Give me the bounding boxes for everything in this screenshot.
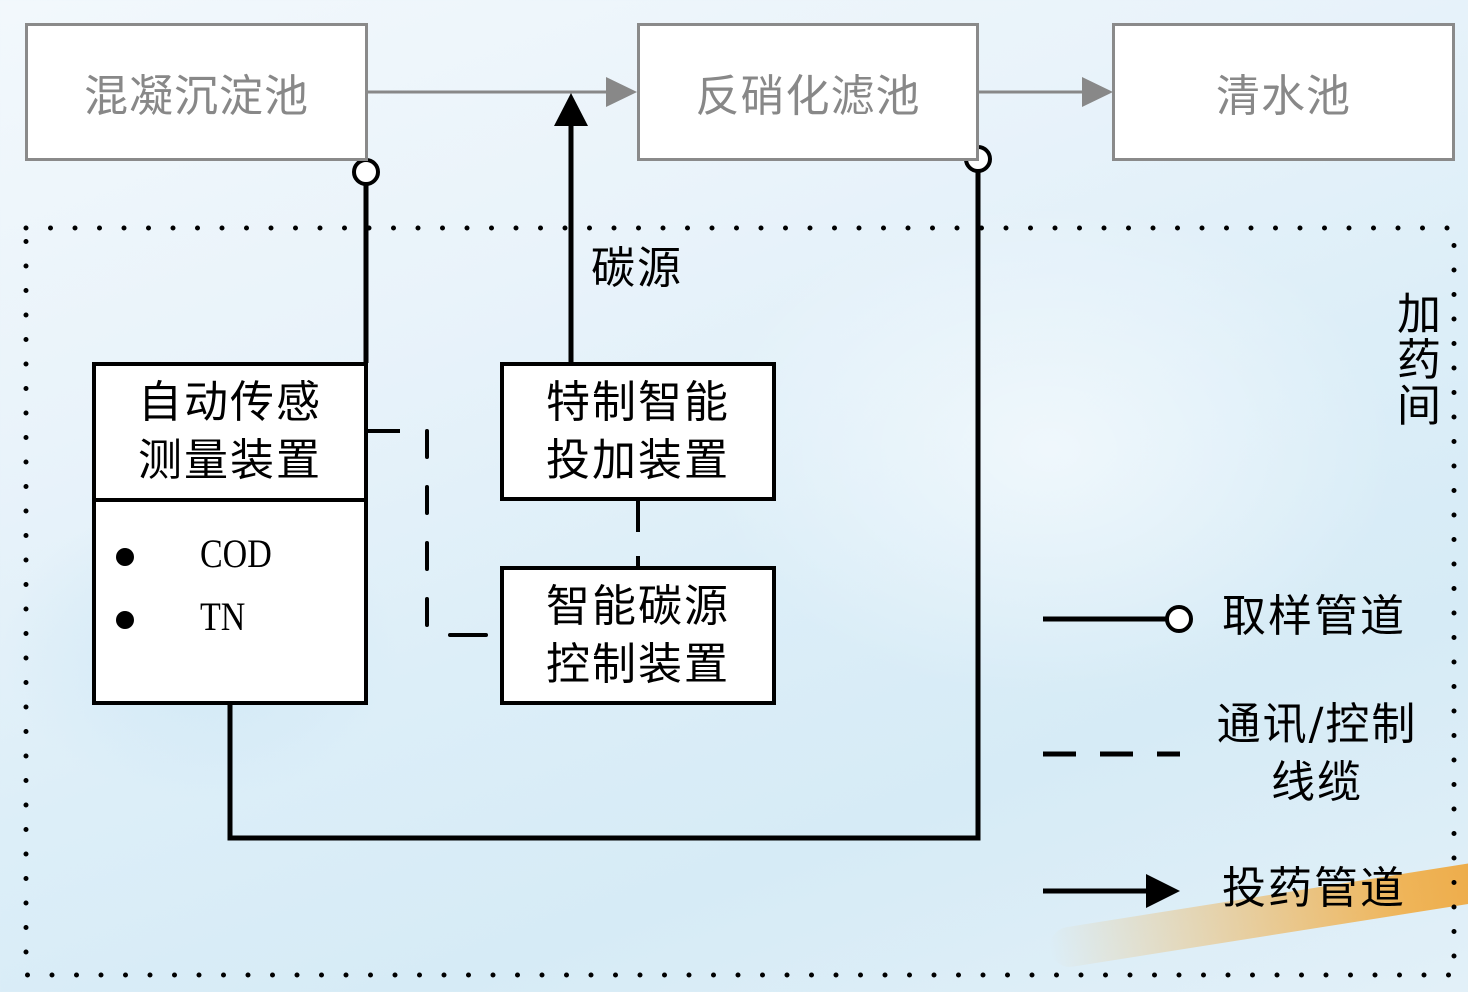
tank-denitrification-filter[interactable]: 反硝化滤池 <box>637 23 979 161</box>
tank-clear-water[interactable]: 清水池 <box>1112 23 1455 161</box>
sensor-title-line2: 测量装置 <box>138 435 322 486</box>
sensor-device[interactable]: 自动传感 测量装置 COD TN <box>92 362 368 705</box>
tank-label: 混凝沉淀池 <box>84 71 309 122</box>
sampling-point-icon <box>352 158 380 186</box>
dosing-device-title: 特制智能 投加装置 <box>504 366 772 497</box>
legend-dosing-label: 投药管道 <box>1222 863 1406 914</box>
dosing-title-line2: 投加装置 <box>546 434 730 486</box>
legend-dosing-arrow-icon <box>1146 874 1180 908</box>
tank-coagulation-sedimentation[interactable]: 混凝沉淀池 <box>25 23 368 161</box>
parameter-cod: COD <box>200 531 272 576</box>
flow-arrow-icon <box>1082 77 1113 107</box>
sensor-device-title: 自动传感 测量装置 <box>96 366 364 498</box>
legend-comm-label: 通讯/控制 线缆 <box>1208 696 1426 812</box>
carbon-source-label: 碳源 <box>591 243 683 294</box>
controller-title: 智能碳源 控制装置 <box>504 570 772 701</box>
controller-title-line1: 智能碳源 <box>546 580 730 632</box>
bullet-icon <box>116 611 134 629</box>
parameter-tn: TN <box>200 594 246 639</box>
legend-comm-label-line2: 线缆 <box>1271 757 1363 808</box>
smart-dosing-device[interactable]: 特制智能 投加装置 <box>500 362 776 501</box>
dosing-room-label: 加药间 <box>1394 292 1444 430</box>
legend-sampling-circle-icon <box>1165 605 1193 633</box>
dosing-room-boundary <box>23 225 1457 978</box>
bullet-icon <box>116 548 134 566</box>
tank-label: 清水池 <box>1216 71 1351 122</box>
dosing-title-line1: 特制智能 <box>546 376 730 428</box>
legend-sampling-label: 取样管道 <box>1222 591 1406 642</box>
sensor-title-line1: 自动传感 <box>138 377 322 428</box>
sampling-pipe-denit <box>227 172 981 841</box>
flow-arrow-icon <box>606 77 637 107</box>
dosing-arrow-icon <box>554 93 588 126</box>
carbon-source-controller[interactable]: 智能碳源 控制装置 <box>500 566 776 705</box>
tank-label: 反硝化滤池 <box>695 71 921 122</box>
controller-title-line2: 控制装置 <box>546 638 730 690</box>
legend-comm-label-line1: 通讯/控制 <box>1216 699 1418 750</box>
dosing-room-label-text: 加药间 <box>1397 289 1441 432</box>
sensor-divider <box>96 498 364 502</box>
